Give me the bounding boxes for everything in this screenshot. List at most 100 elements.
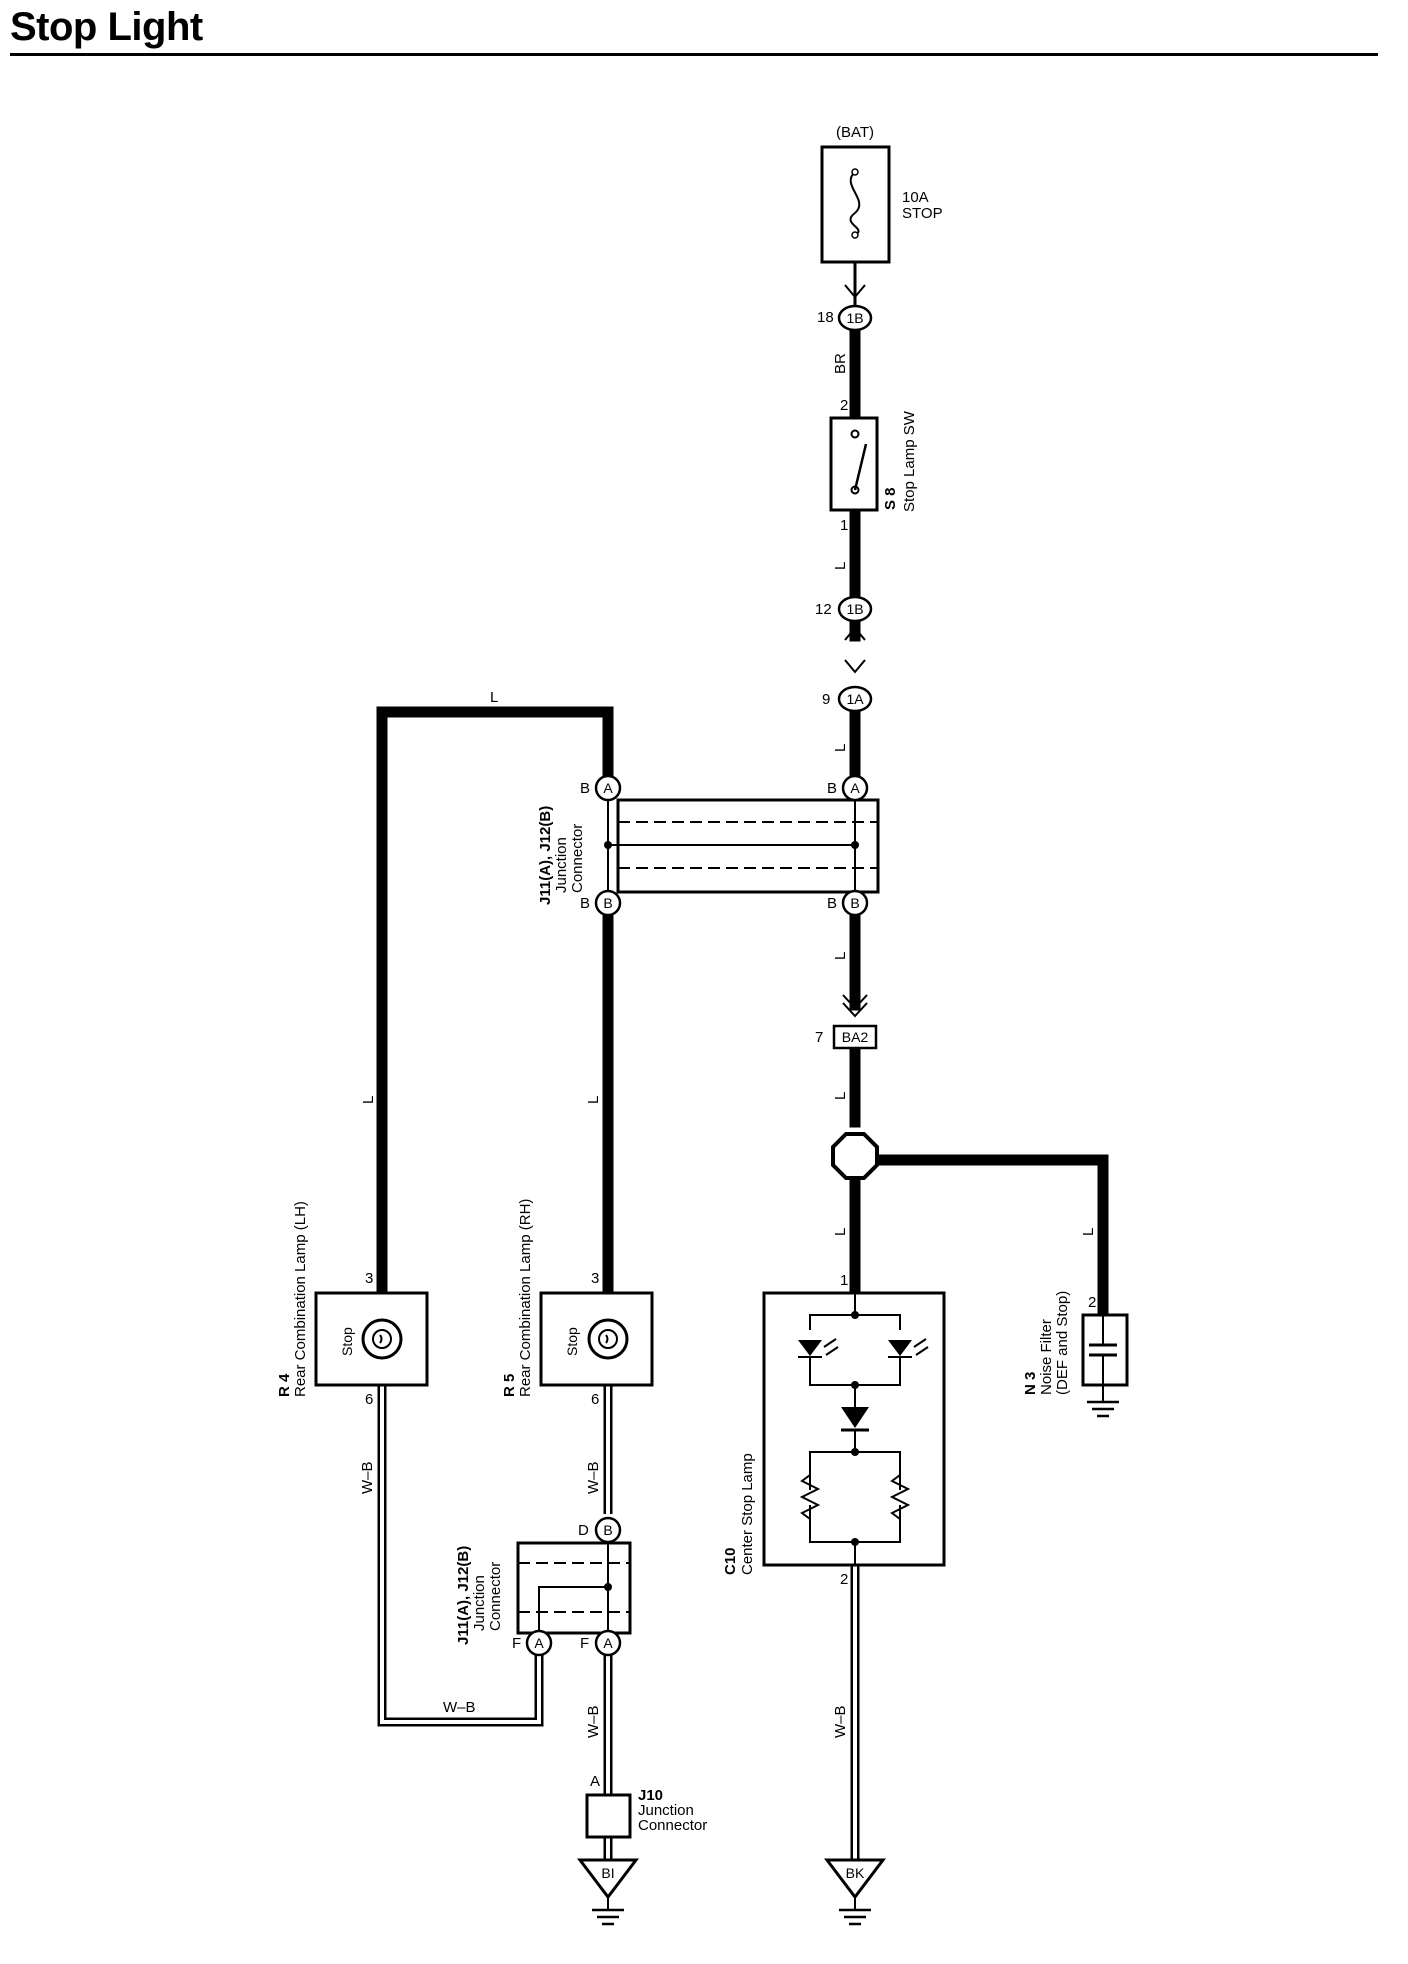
n3-pin: 2: [1088, 1294, 1096, 1311]
c10-pin-in: 1: [840, 1272, 848, 1289]
svg-text:A: A: [603, 1635, 613, 1651]
svg-text:1B: 1B: [846, 310, 863, 326]
junction-connector-b: [516, 1530, 632, 1640]
svg-text:A: A: [850, 780, 860, 796]
junction-a-id: J11(A), J12(B): [537, 806, 554, 905]
wire-color-wb-bottom: W–B: [443, 1699, 476, 1716]
ground-bk: BK: [823, 1858, 887, 1926]
wire-color-l-4: L: [832, 1092, 849, 1100]
ja-right-top-pin: B: [827, 780, 837, 797]
svg-text:A: A: [534, 1635, 544, 1651]
svg-text:1A: 1A: [846, 691, 864, 707]
connector-ba2: BA2: [832, 994, 878, 1050]
c10-pin-out: 2: [840, 1571, 848, 1588]
n3-name: Noise Filter: [1038, 1319, 1055, 1395]
wire-color-l-top: L: [490, 689, 498, 706]
wire-color-l-1: L: [832, 562, 849, 570]
connector-1b-top-pin: 18: [817, 309, 834, 326]
connector-1b-mid: 1B: [837, 595, 873, 641]
wire-color-l-r4: L: [360, 1096, 377, 1104]
jb-bot-right-pin: F: [580, 1635, 589, 1652]
noise-filter: [1081, 1313, 1129, 1418]
wire-l-loop-to-r4: [376, 706, 614, 1299]
stop-lamp-switch: [829, 416, 879, 512]
n3-name2: (DEF and Stop): [1054, 1291, 1071, 1395]
connector-1a: 1A: [837, 659, 873, 713]
connector-1a-pin: 9: [822, 691, 830, 708]
fuse-rating-label: 10A: [902, 189, 929, 206]
rear-combination-lamp-rh: [539, 1291, 654, 1387]
power-source-label: (BAT): [836, 124, 874, 141]
switch-pin-in: 2: [840, 397, 848, 414]
svg-text:BK: BK: [846, 1865, 865, 1881]
wire-color-l-n3: L: [1080, 1228, 1097, 1236]
fuse-name-label: STOP: [902, 205, 943, 222]
connector-1b-top: 1B: [837, 284, 873, 332]
switch-name: Stop Lamp SW: [901, 410, 918, 512]
c10-name: Center Stop Lamp: [739, 1453, 756, 1575]
title-rule: [10, 53, 1378, 56]
junction-connector-a: [604, 798, 880, 894]
junction-a-name2: Connector: [569, 824, 586, 893]
switch-pin-out: 1: [840, 517, 848, 534]
wire-color-wb-c10: W–B: [832, 1705, 849, 1738]
ja-connector-right-bot: B: [841, 889, 869, 917]
r4-pin-out: 6: [365, 1391, 373, 1408]
wire-splice-to-n3: [871, 1154, 1109, 1321]
junction-b-id: J11(A), J12(B): [455, 1546, 472, 1645]
wire-color-l-3: L: [832, 952, 849, 960]
fuse-stop: [820, 145, 891, 264]
jb-connector-bot-right: A: [594, 1629, 622, 1657]
ja-connector-left-bot: B: [594, 889, 622, 917]
ja-right-bot-pin: B: [827, 895, 837, 912]
junction-b-name2: Connector: [487, 1562, 504, 1631]
connector-1b-mid-pin: 12: [815, 601, 832, 618]
ja-connector-left-top: A: [594, 774, 622, 802]
wire-color-l-2: L: [832, 744, 849, 752]
wire-wb-r4: [377, 1385, 544, 1727]
svg-text:B: B: [850, 895, 859, 911]
wire-color-l-5: L: [832, 1228, 849, 1236]
wire-color-br: BR: [832, 353, 849, 374]
svg-text:B: B: [603, 1522, 612, 1538]
wire-color-l-r5: L: [585, 1096, 602, 1104]
r4-id: R 4: [276, 1373, 293, 1397]
jb-top-pin: D: [578, 1522, 589, 1539]
junction-b-name: Junction: [471, 1575, 488, 1631]
svg-text:BI: BI: [601, 1865, 614, 1881]
n3-id: N 3: [1022, 1372, 1039, 1395]
c10-id: C10: [722, 1547, 739, 1575]
r4-name: Rear Combination Lamp (LH): [292, 1201, 309, 1397]
splice-point: [831, 1132, 879, 1180]
j10-pin: A: [590, 1773, 600, 1790]
svg-text:B: B: [603, 895, 612, 911]
r5-name: Rear Combination Lamp (RH): [517, 1199, 534, 1397]
switch-id: S 8: [882, 487, 899, 510]
wire-color-wb-r5: W–B: [585, 1461, 602, 1494]
svg-text:1B: 1B: [846, 601, 863, 617]
rear-combination-lamp-lh: [314, 1291, 429, 1387]
wire-color-wb-jb: W–B: [585, 1705, 602, 1738]
r5-pin-in: 3: [591, 1270, 599, 1287]
j10-id: J10: [638, 1787, 663, 1804]
center-stop-lamp: [762, 1291, 946, 1567]
ground-bi: BI: [576, 1858, 640, 1926]
jb-connector-top: B: [594, 1516, 622, 1544]
junction-a-name: Junction: [553, 837, 570, 893]
r4-inner-label: Stop: [339, 1327, 355, 1356]
j10-name2: Connector: [638, 1817, 707, 1834]
r5-pin-out: 6: [591, 1391, 599, 1408]
svg-text:A: A: [603, 780, 613, 796]
wire-color-wb-r4: W–B: [359, 1461, 376, 1494]
jb-bot-left-pin: F: [512, 1635, 521, 1652]
page-title: Stop Light: [10, 5, 203, 49]
r4-pin-in: 3: [365, 1270, 373, 1287]
j10-name: Junction: [638, 1802, 694, 1819]
ja-connector-right-top: A: [841, 774, 869, 802]
svg-text:BA2: BA2: [842, 1029, 869, 1045]
junction-j10: [585, 1793, 632, 1839]
r5-id: R 5: [501, 1374, 518, 1397]
ja-left-bot-pin: B: [580, 895, 590, 912]
connector-ba2-pin: 7: [815, 1029, 823, 1046]
